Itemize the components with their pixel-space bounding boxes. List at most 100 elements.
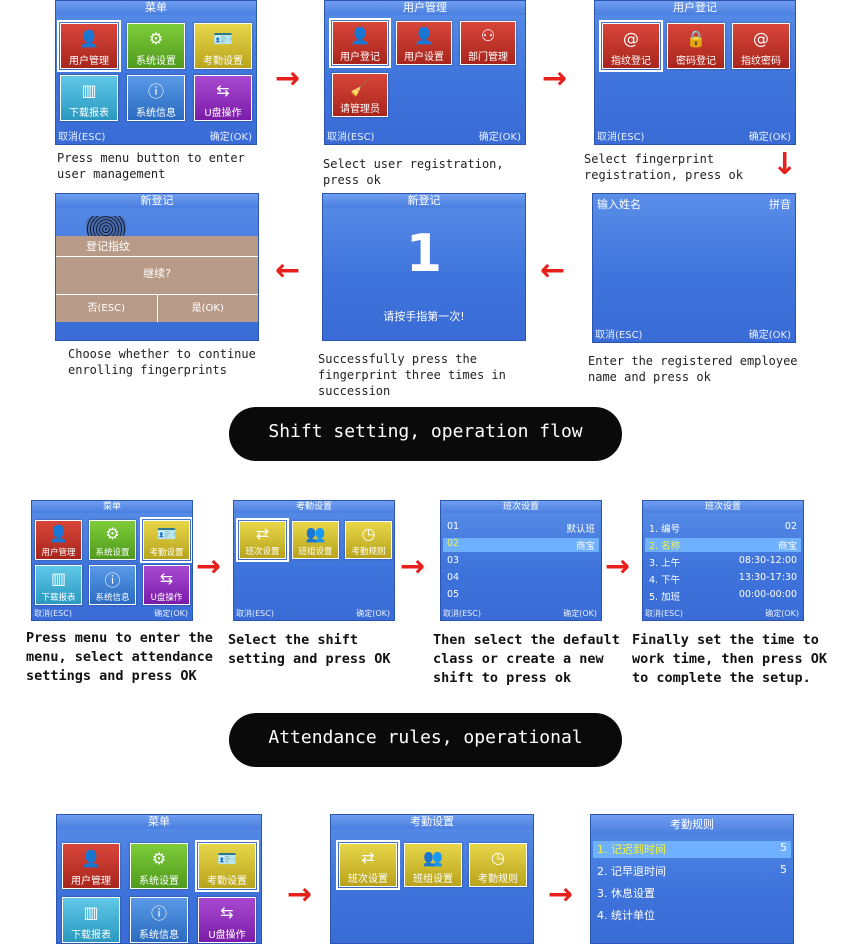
rule-stat-unit[interactable]: 4. 统计单位 — [597, 909, 655, 922]
section-banner: Attendance rules, operational procedures — [229, 713, 622, 798]
screen-title: 新登记 — [323, 194, 525, 208]
cancel-key[interactable]: 取消(ESC) — [327, 132, 375, 143]
tile-system-settings[interactable]: ⚙系统设置 — [127, 23, 185, 69]
ok-key[interactable]: 确定(OK) — [356, 609, 390, 618]
screen-title: 考勤设置 — [331, 815, 533, 829]
cancel-key[interactable]: 取消(ESC) — [597, 132, 645, 143]
tile-user-settings[interactable]: 👤用户设置 — [396, 21, 452, 65]
yes-button[interactable]: 是(OK) — [191, 303, 224, 314]
gear-icon: ⚙ — [105, 524, 120, 543]
tile-attendance-rules[interactable]: ◷考勤规则 — [345, 521, 392, 559]
tile-user-management[interactable]: 👤用户管理 — [57, 20, 121, 72]
ok-key[interactable]: 确定(OK) — [748, 330, 791, 341]
shift-field-name[interactable]: 2. 名称商宝 — [645, 538, 801, 552]
list-item[interactable]: 04 — [447, 572, 460, 583]
no-button[interactable]: 否(ESC) — [56, 295, 158, 322]
tile-attendance-settings[interactable]: 🪪考勤设置 — [140, 517, 192, 563]
tile-fingerprint-password[interactable]: @指纹密码 — [732, 23, 790, 69]
screen-title: 考勤设置 — [234, 501, 394, 513]
ok-key[interactable]: 确定(OK) — [209, 132, 252, 143]
info-icon: ⓘ — [104, 570, 121, 590]
tile-group-settings[interactable]: 👥班组设置 — [404, 843, 462, 887]
shift-icon: ⇄ — [361, 847, 375, 867]
arrow-left-icon: ← — [540, 253, 566, 288]
tile-download-report[interactable]: ▥下载报表 — [62, 897, 120, 943]
caption: Press menu button to enter user manageme… — [57, 151, 245, 181]
org-chart-icon: ⚇ — [480, 25, 496, 45]
cancel-key[interactable]: 取消(ESC) — [645, 609, 683, 618]
screen-footer: 取消(ESC) 确定(OK) — [595, 326, 791, 341]
user-register-screen: 用户登记 @指纹登记 🔒密码登记 @指纹密码 取消(ESC)确定(OK) — [594, 0, 796, 145]
ok-key[interactable]: 确定(OK) — [154, 609, 188, 618]
cancel-key[interactable]: 取消(ESC) — [58, 132, 106, 143]
arrow-icon: → — [605, 549, 631, 584]
enter-name-screen: 输入姓名 拼音 取消(ESC) 确定(OK) — [592, 193, 796, 343]
continue-enroll-screen: 新登记 登记指纹 继续? 否(ESC) 是(OK) — [55, 193, 259, 341]
user-icon: 👤 — [48, 524, 69, 543]
tile-shift-settings[interactable]: ⇄班次设置 — [236, 518, 289, 562]
clock-icon: ◷ — [491, 847, 505, 867]
tile-department[interactable]: ⚇部门管理 — [460, 21, 516, 65]
screen-title: 用户管理 — [325, 1, 525, 15]
tile-clear-admin[interactable]: 🧹请管理员 — [332, 73, 388, 117]
input-mode[interactable]: 拼音 — [769, 198, 791, 211]
tile-system-settings[interactable]: ⚙系统设置 — [89, 520, 136, 560]
list-item[interactable]: 05 — [447, 589, 460, 600]
ok-key[interactable]: 确定(OK) — [748, 132, 791, 143]
info-icon: ⓘ — [150, 904, 167, 923]
tile-attendance-settings[interactable]: 🪪考勤设置 — [195, 840, 259, 892]
user-icon: 👤 — [79, 28, 99, 48]
tile-password-register[interactable]: 🔒密码登记 — [667, 23, 725, 69]
user-gear-icon: 👤 — [414, 25, 434, 45]
id-card-icon: 🪪 — [156, 524, 177, 543]
tile-group-settings[interactable]: 👥班组设置 — [292, 521, 339, 559]
cancel-key[interactable]: 取消(ESC) — [443, 609, 481, 618]
list-item[interactable]: 03 — [447, 555, 460, 566]
tile-attendance-rules[interactable]: ◷考勤规则 — [469, 843, 527, 887]
tile-shift-settings[interactable]: ⇄班次设置 — [336, 840, 400, 890]
dialog-text: 继续? — [143, 267, 171, 280]
cancel-key[interactable]: 取消(ESC) — [595, 330, 643, 341]
tile-user-register[interactable]: 👤用户登记 — [329, 18, 391, 68]
rule-break-settings[interactable]: 3. 休息设置 — [597, 887, 655, 900]
tile-usb[interactable]: ⇆U盘操作 — [198, 897, 256, 943]
tile-usb[interactable]: ⇆U盘操作 — [194, 75, 252, 121]
tile-download-report[interactable]: ▥下载报表 — [60, 75, 118, 121]
tile-fingerprint-register[interactable]: @指纹登记 — [599, 20, 663, 72]
bar-chart-icon: ▥ — [81, 80, 97, 100]
arrow-icon: → — [196, 549, 222, 584]
caption: Finally set the time to work time, then … — [632, 632, 828, 686]
tile-user-management[interactable]: 👤用户管理 — [35, 520, 82, 560]
ok-key[interactable]: 确定(OK) — [765, 609, 799, 618]
tile-download-report[interactable]: ▥下载报表 — [35, 565, 82, 605]
cancel-key[interactable]: 取消(ESC) — [34, 609, 72, 618]
tile-system-settings[interactable]: ⚙系统设置 — [130, 843, 188, 889]
ok-key[interactable]: 确定(OK) — [478, 132, 521, 143]
screen-footer: 取消(ESC) 确定(OK) — [645, 608, 799, 619]
name-label: 输入姓名 — [597, 198, 641, 211]
tile-user-management[interactable]: 👤用户管理 — [62, 843, 120, 889]
tile-attendance-settings[interactable]: 🪪考勤设置 — [194, 23, 252, 69]
caption: Select fingerprint registration, press o… — [584, 152, 743, 182]
press-finger-screen: 新登记 1 请按手指第一次! — [322, 193, 526, 341]
gear-icon: ⚙ — [148, 28, 164, 48]
tile-usb[interactable]: ⇆U盘操作 — [143, 565, 190, 605]
arrow-icon: → — [542, 61, 568, 96]
ok-key[interactable]: 确定(OK) — [563, 609, 597, 618]
cancel-key[interactable]: 取消(ESC) — [236, 609, 274, 618]
fingerprint-lock-icon: @ — [753, 28, 769, 48]
